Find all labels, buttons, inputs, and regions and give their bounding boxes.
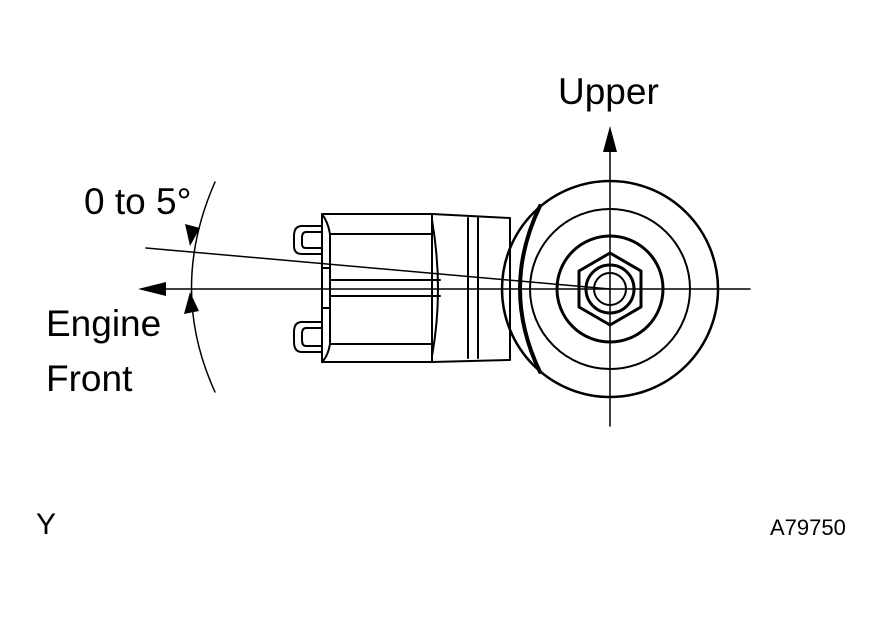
figure-code-label: A79750 <box>770 515 846 540</box>
angle-label: 0 to 5° <box>84 181 192 222</box>
tilted-axis-line <box>145 247 611 290</box>
sensor-body <box>321 213 511 363</box>
connector-tab-upper <box>293 225 323 255</box>
angle-arrowhead-bottom <box>184 292 199 314</box>
engine-front-label-line1: Engine <box>46 303 162 344</box>
engine-front-label-line2: Front <box>46 358 133 399</box>
upper-label: Upper <box>558 71 659 112</box>
angle-arrowhead-top <box>185 224 200 246</box>
upper-arrow <box>603 126 617 152</box>
angle-indicator <box>184 181 216 393</box>
angle-arc <box>190 181 216 393</box>
connector-tab-lower <box>293 321 323 353</box>
reference-lines <box>145 151 751 427</box>
view-letter-label: Y <box>36 508 57 541</box>
engine-front-arrow <box>138 282 166 296</box>
